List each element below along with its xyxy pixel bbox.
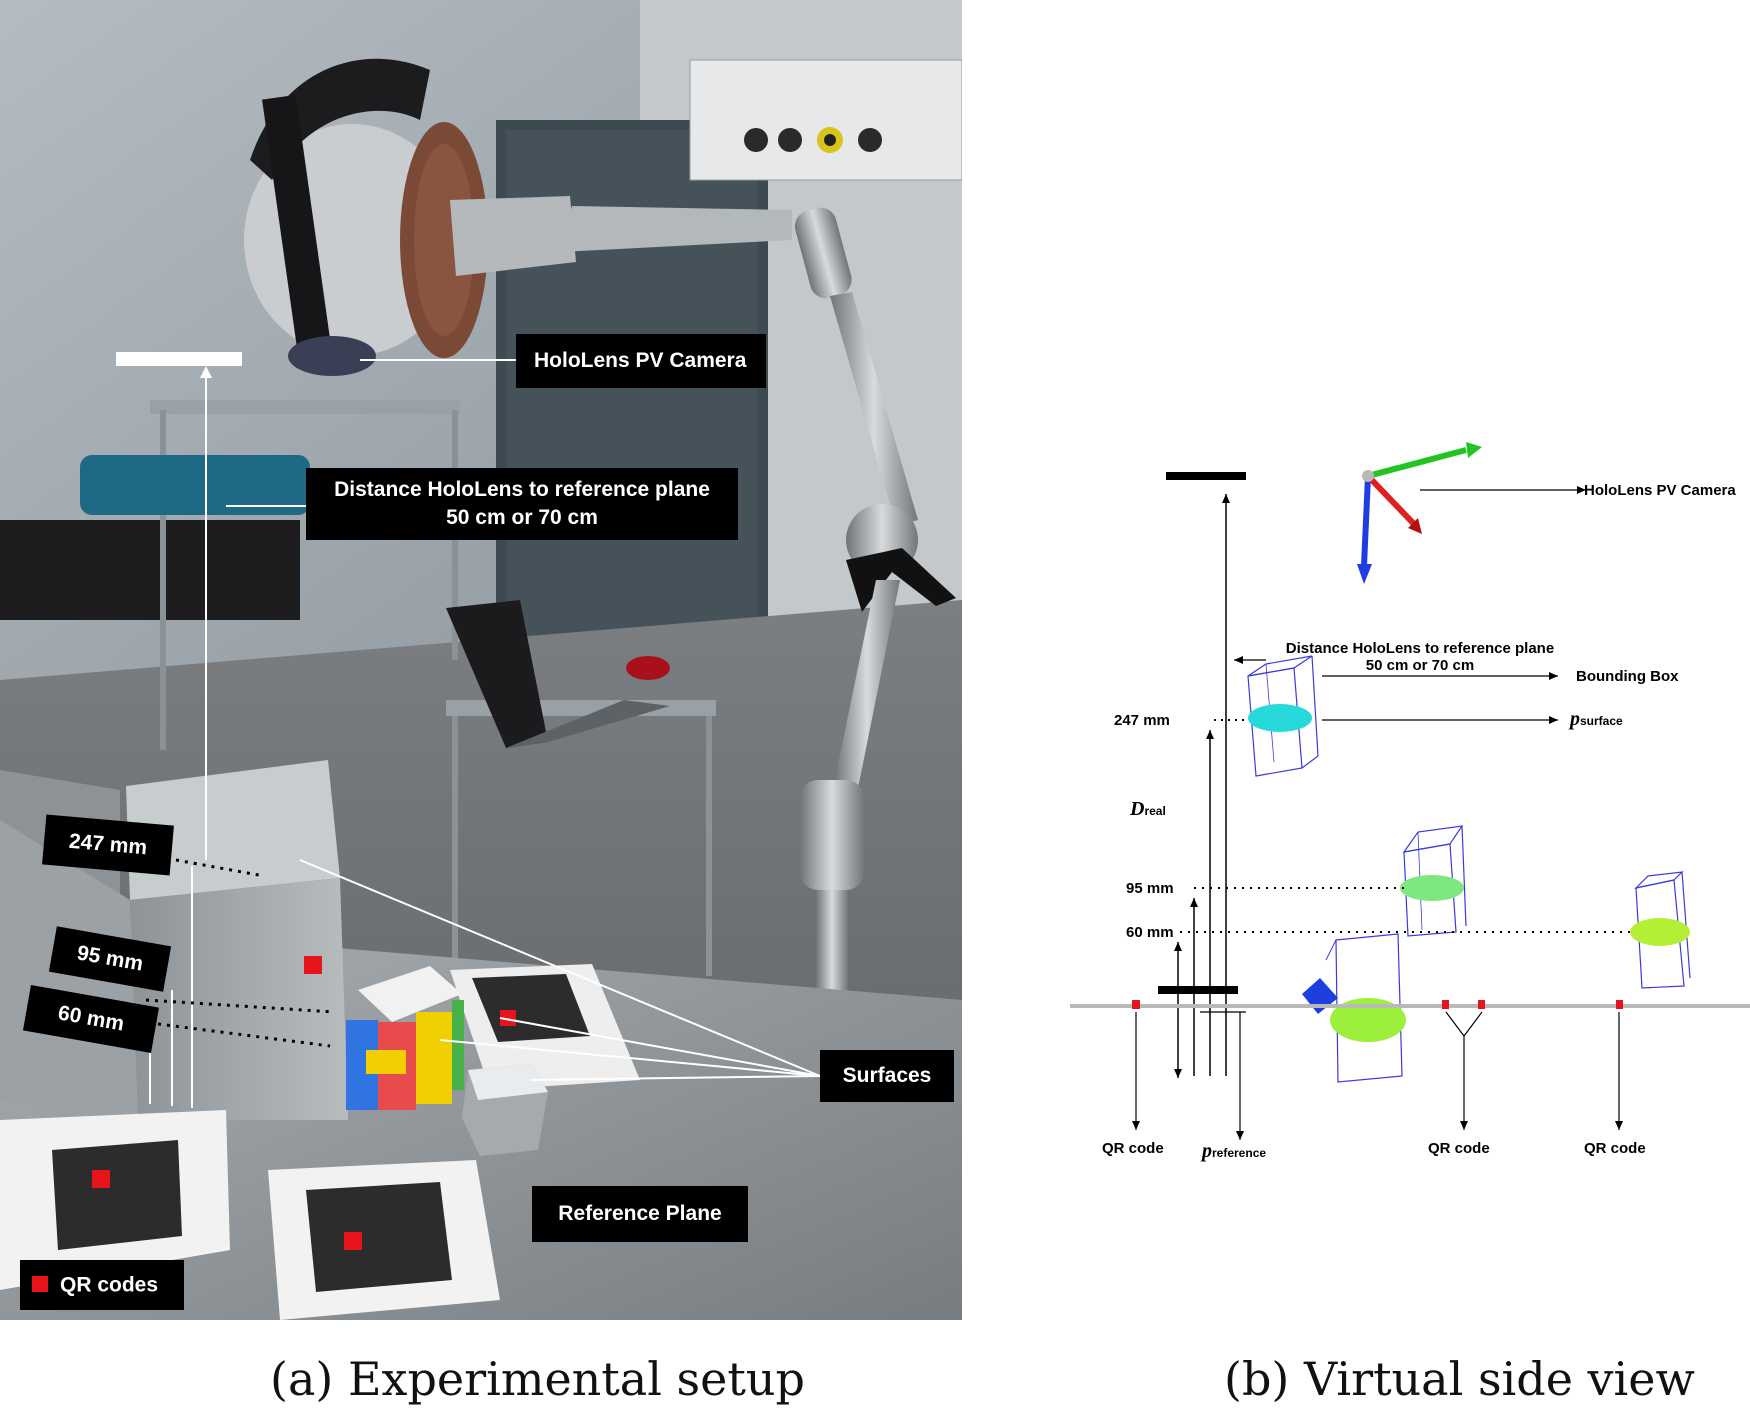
diagram-label-p-reference: preference <box>1202 1140 1266 1163</box>
photo-legend-qr-label: QR codes <box>60 1273 159 1297</box>
hololens-plane-bar <box>1166 472 1246 480</box>
virtual-side-view-diagram: HoloLens PV Camera Distance HoloLens to … <box>1070 400 1750 1320</box>
photo-label-distance-line1: Distance HoloLens to reference plane <box>334 478 710 501</box>
virtual-side-view-drawing <box>1070 442 1750 1140</box>
p-reference-symbol: p <box>1202 1140 1212 1162</box>
surface-247 <box>1248 704 1312 732</box>
caption-experimental-setup: (a) Experimental setup <box>270 1352 805 1406</box>
diagram-label-qr-code-1: QR code <box>1102 1140 1164 1157</box>
photo-label-distance: Distance HoloLens to reference plane 50 … <box>306 468 738 540</box>
surface-ref <box>1330 998 1406 1042</box>
photo-label-hololens-camera: HoloLens PV Camera <box>516 334 766 388</box>
qr-marker-4 <box>1616 1000 1623 1009</box>
experimental-setup-photo: HoloLens PV Camera Distance HoloLens to … <box>0 0 962 1320</box>
diagram-label-distance-line2: 50 cm or 70 cm <box>1365 657 1475 674</box>
photo-legend-qr-codes: QR codes <box>20 1260 184 1310</box>
qr-marker-1 <box>1132 1000 1140 1009</box>
reference-plane-bar <box>1158 986 1238 994</box>
surface-95 <box>1400 875 1464 901</box>
diagram-label-bounding-box: Bounding Box <box>1576 668 1679 685</box>
qr-marker-2 <box>1442 1000 1449 1009</box>
surface-60 <box>1630 918 1690 946</box>
diagram-label-247mm: 247 mm <box>1114 712 1170 729</box>
diagram-label-distance-line1: Distance HoloLens to reference plane <box>1285 640 1555 657</box>
diagram-label-qr-code-2: QR code <box>1428 1140 1490 1157</box>
diagram-label-camera: HoloLens PV Camera <box>1584 482 1736 499</box>
diagram-label-d-real: Dreal <box>1130 798 1166 821</box>
diagram-label-95mm: 95 mm <box>1126 880 1174 897</box>
diagram-label-qr-code-3: QR code <box>1584 1140 1646 1157</box>
blue-block <box>1302 978 1338 1014</box>
p-surface-subscript: surface <box>1580 714 1623 728</box>
bounding-box-60 <box>1634 871 1691 989</box>
d-real-subscript: real <box>1144 804 1166 818</box>
photo-label-reference-plane: Reference Plane <box>532 1186 748 1242</box>
photo-label-surfaces: Surfaces <box>820 1050 954 1102</box>
d-real-symbol: D <box>1130 798 1145 820</box>
qr-marker-3 <box>1478 1000 1485 1009</box>
caption-virtual-side-view: (b) Virtual side view <box>1224 1352 1695 1406</box>
diagram-label-distance: Distance HoloLens to reference plane 50 … <box>1270 640 1570 674</box>
diagram-label-60mm: 60 mm <box>1126 924 1174 941</box>
p-surface-symbol: p <box>1570 708 1580 730</box>
qr-marker-swatch <box>32 1276 48 1292</box>
camera-axes-icon <box>1357 442 1482 584</box>
setup-photo-illustration <box>0 0 962 1320</box>
p-reference-subscript: reference <box>1212 1146 1267 1160</box>
diagram-label-p-surface: psurface <box>1570 708 1623 731</box>
photo-label-distance-line2: 50 cm or 70 cm <box>446 506 598 529</box>
bounding-box-ref <box>1325 933 1403 1083</box>
